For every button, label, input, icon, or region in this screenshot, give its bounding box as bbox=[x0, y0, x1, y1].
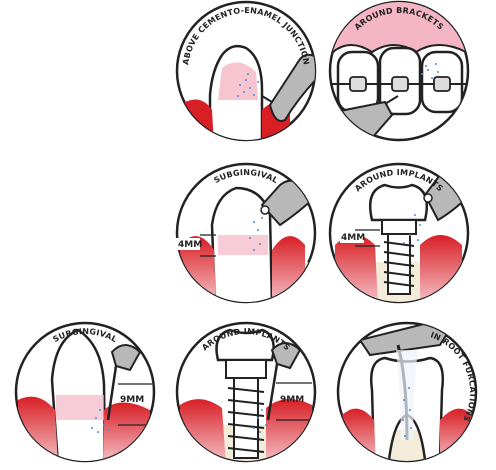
depth-label-9mm-implant: 9MM bbox=[280, 395, 304, 405]
panel-subgingival-9mm: 9MM SUBGINGIVAL bbox=[15, 323, 155, 465]
panel-around-implants-9mm: 9MM AROUND IMPLANTS bbox=[176, 323, 316, 465]
depth-label-4mm: 4MM bbox=[178, 240, 202, 250]
depth-label-9mm: 9MM bbox=[120, 395, 144, 405]
panel-above-cej: ABOVE CEMENTO-ENAMEL JUNCTION bbox=[177, 2, 325, 145]
panel-around-brackets: AROUND BRACKETS bbox=[330, 0, 470, 140]
panel-around-implants-4mm: 4MM AROUND IMPLANTS bbox=[330, 164, 470, 307]
panel-in-root-furcations: IN ROOT FURCATIONS bbox=[338, 323, 478, 470]
depth-label-4mm-implant: 4MM bbox=[341, 233, 365, 243]
panel-subgingival-4mm: 4MM SUBGINGIVAL bbox=[176, 164, 316, 307]
